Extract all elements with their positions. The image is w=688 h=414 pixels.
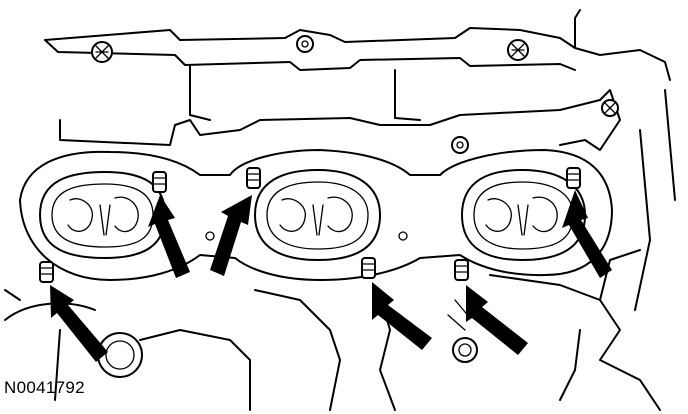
flange-bolt-heads bbox=[91, 35, 619, 154]
stud-4 bbox=[39, 261, 54, 283]
stud-1 bbox=[152, 171, 167, 193]
exhaust-port-1 bbox=[39, 171, 166, 259]
stud-3 bbox=[566, 167, 581, 189]
cylinder-head-outline bbox=[44, 9, 676, 311]
manifold-studs bbox=[39, 167, 581, 283]
lower-block-details bbox=[4, 249, 661, 411]
arrow-5 bbox=[372, 282, 432, 350]
arrow-2 bbox=[210, 195, 252, 276]
exhaust-port-2 bbox=[254, 169, 381, 261]
stud-5 bbox=[361, 257, 376, 279]
arrow-4 bbox=[50, 285, 108, 362]
figure-reference-code: N0041792 bbox=[4, 378, 85, 397]
stud-2 bbox=[246, 167, 261, 189]
arrow-1 bbox=[148, 195, 190, 278]
manifold-flange bbox=[19, 149, 613, 281]
stud-6 bbox=[454, 259, 469, 281]
arrow-6 bbox=[466, 285, 528, 355]
arrow-3 bbox=[562, 190, 612, 278]
callout-arrows bbox=[50, 190, 612, 362]
